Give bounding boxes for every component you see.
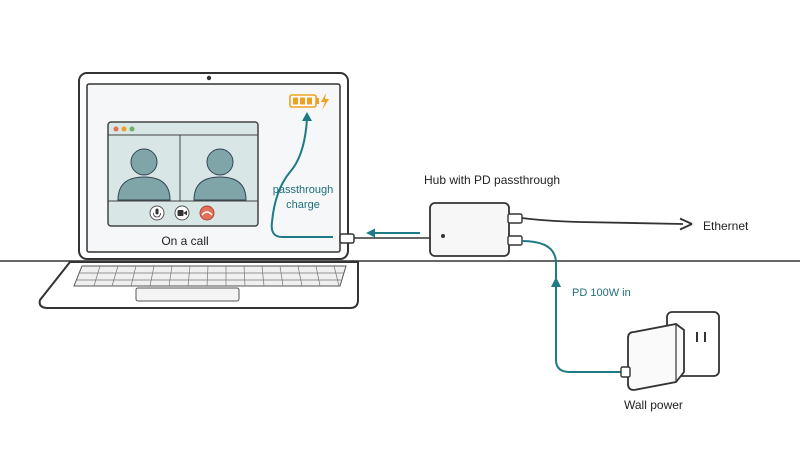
keyboard — [73, 265, 347, 287]
window-max-dot — [129, 126, 135, 132]
camera-icon — [206, 75, 212, 81]
window-close-dot — [113, 126, 119, 132]
ethernet-label: Ethernet — [703, 219, 749, 233]
laptop-usb-port — [339, 233, 355, 244]
passthrough-charge-label: passthrough charge — [262, 183, 344, 213]
trackpad — [135, 287, 240, 302]
passthrough-arrowhead — [302, 112, 312, 121]
wall-charger — [620, 323, 685, 391]
passthrough-charge-line1: passthrough — [272, 184, 334, 196]
participant-avatar-left — [117, 148, 171, 201]
hub-led — [441, 234, 445, 238]
passthrough-charge-path — [270, 117, 333, 238]
hub-ethernet-port — [507, 213, 523, 224]
plug-icon — [620, 366, 631, 378]
participant-avatar-right — [193, 148, 247, 201]
charging-bolt-icon — [321, 93, 329, 110]
hangup-icon[interactable] — [199, 205, 215, 221]
hub-pd-port — [507, 235, 523, 246]
mic-icon[interactable] — [149, 205, 165, 221]
pd-in-cable — [521, 240, 625, 373]
on-call-label: On a call — [161, 234, 209, 248]
usb-hub — [429, 202, 523, 257]
video-icon[interactable] — [174, 205, 190, 221]
pd-in-label: PD 100W in — [572, 287, 631, 299]
call-window — [107, 121, 259, 227]
hub-label: Hub with PD passthrough — [424, 173, 561, 187]
pd-in-arrowhead — [551, 277, 561, 287]
ethernet-arrow-icon — [679, 217, 693, 231]
passthrough-charge-line2: charge — [286, 199, 320, 211]
wall-power-label: Wall power — [624, 398, 683, 412]
keyboard-keys — [77, 265, 344, 287]
hub-to-laptop-arrowhead — [366, 228, 375, 238]
battery-icon — [289, 94, 319, 108]
window-min-dot — [121, 126, 127, 132]
ethernet-cable — [521, 217, 684, 225]
